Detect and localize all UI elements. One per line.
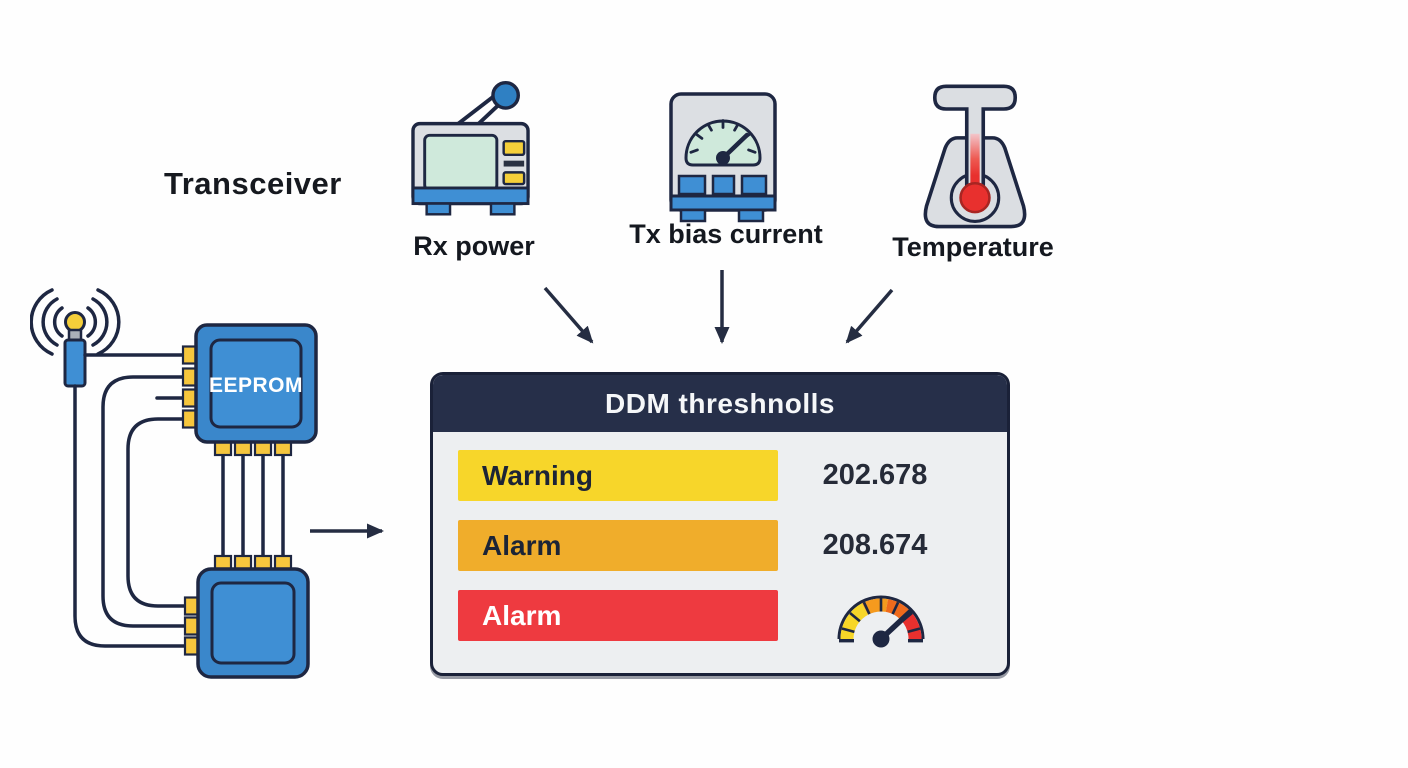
alarm-bar: Alarm xyxy=(458,520,778,571)
controller-chip xyxy=(183,554,310,679)
ddm-thresholds-panel: DDM threshnolls Warning 202.678 Alarm 20… xyxy=(430,372,1010,676)
critical-alarm-bar: Alarm xyxy=(458,590,778,641)
rx-power-label: Rx power xyxy=(413,231,535,261)
threshold-row-alarm-critical: Alarm xyxy=(433,590,1007,648)
warning-value: 202.678 xyxy=(822,459,928,491)
panel-body: Warning 202.678 Alarm 208.674 Alarm xyxy=(433,432,1007,673)
rx-power-icon xyxy=(411,80,530,216)
gauge-icon xyxy=(837,595,925,648)
eeprom-chip-label: EEPROM xyxy=(209,374,303,397)
transceiver-circuit: EEPROM xyxy=(30,288,384,679)
tx-bias-meter-icon xyxy=(669,92,777,223)
warning-bar-label: Warning xyxy=(482,459,593,491)
panel-title: DDM threshnolls xyxy=(605,387,835,419)
alarm-value: 208.674 xyxy=(822,529,928,561)
circuit-wires xyxy=(73,353,285,648)
alarm-bar-label: Alarm xyxy=(482,529,562,561)
temperature-label: Temperature xyxy=(892,232,1054,262)
warning-bar: Warning xyxy=(458,450,778,501)
arrow-rx-to-panel xyxy=(543,286,594,344)
critical-alarm-bar-label: Alarm xyxy=(482,599,562,631)
eeprom-chip: EEPROM xyxy=(181,323,318,457)
tx-bias-current-label: Tx bias current xyxy=(629,219,823,249)
threshold-row-warning: Warning 202.678 xyxy=(433,450,1007,501)
threshold-row-alarm: Alarm 208.674 xyxy=(433,520,1007,571)
antenna-icon xyxy=(30,288,121,388)
monitor-arrows xyxy=(543,270,894,344)
temperature-icon xyxy=(923,84,1027,229)
transceiver-label: Transceiver xyxy=(164,166,342,201)
panel-header: DDM threshnolls xyxy=(433,375,1007,432)
arrow-temp-to-panel xyxy=(845,288,894,344)
